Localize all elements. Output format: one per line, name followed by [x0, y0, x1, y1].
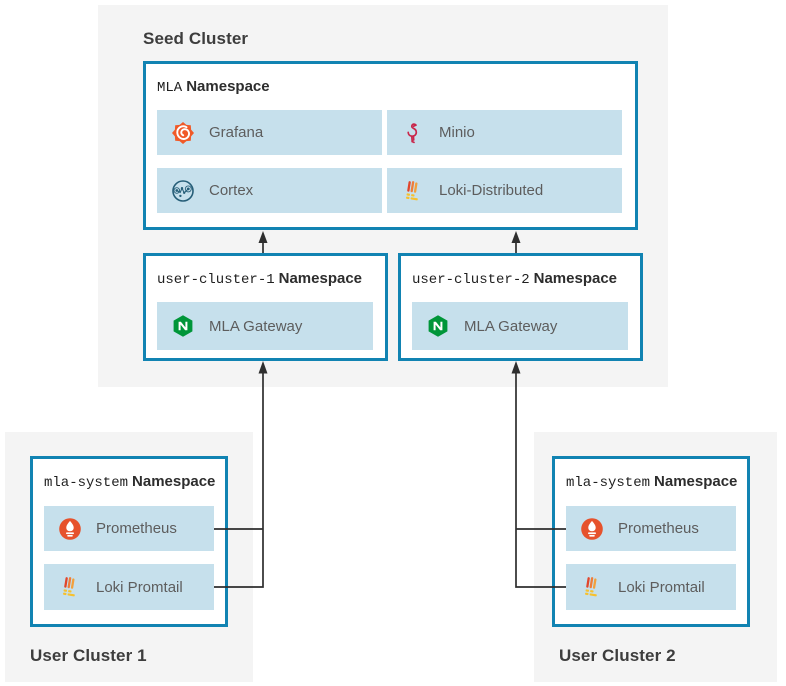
service-label: Grafana	[209, 124, 264, 141]
namespace-name: user-cluster-2	[412, 272, 530, 288]
service-label: MLA Gateway	[209, 317, 303, 335]
namespace-name: user-cluster-1	[157, 272, 275, 288]
cortex-icon	[171, 179, 195, 203]
nginx-icon	[426, 314, 450, 338]
minio-icon	[401, 121, 425, 145]
service-minio: Minio	[387, 110, 622, 155]
service-mla-gateway: MLA Gateway	[412, 302, 628, 350]
loki-icon	[580, 575, 604, 599]
grafana-icon	[171, 121, 195, 145]
namespace-type-label: Namespace	[654, 473, 738, 490]
service-loki-promtail: Loki Promtail	[44, 564, 214, 610]
service-label: Cortex	[209, 182, 254, 199]
service-cortex: Cortex	[157, 168, 382, 213]
service-loki-promtail: Loki Promtail	[566, 564, 736, 610]
loki-icon	[401, 179, 425, 203]
user-cluster-1-title: User Cluster 1	[30, 646, 147, 665]
namespace-name: mla-system	[566, 475, 651, 491]
service-mla-gateway: MLA Gateway	[157, 302, 373, 350]
seed-cluster-title: Seed Cluster	[143, 29, 249, 48]
service-label: Loki Promtail	[618, 578, 705, 596]
loki-icon	[58, 575, 82, 599]
service-label: MLA Gateway	[464, 317, 558, 335]
prometheus-icon	[58, 517, 82, 541]
service-prometheus: Prometheus	[566, 506, 736, 551]
user-cluster-2-title: User Cluster 2	[559, 646, 676, 665]
namespace-name: mla-system	[44, 475, 129, 491]
service-loki-distributed: Loki-Distributed	[387, 168, 622, 213]
service-label: Loki Promtail	[96, 578, 183, 596]
service-label: Prometheus	[618, 520, 699, 537]
prometheus-icon	[580, 517, 604, 541]
nginx-icon	[171, 314, 195, 338]
namespace-type-label: Namespace	[278, 270, 363, 287]
service-prometheus: Prometheus	[44, 506, 214, 551]
namespace-type-label: Namespace	[132, 473, 216, 490]
service-label: Minio	[439, 124, 475, 141]
namespace-type-label: Namespace	[533, 270, 618, 287]
namespace-type-label: Namespace	[186, 78, 270, 95]
service-grafana: Grafana	[157, 110, 382, 155]
service-label: Loki-Distributed	[439, 182, 544, 199]
namespace-name: MLA	[157, 80, 183, 96]
service-label: Prometheus	[96, 520, 177, 537]
